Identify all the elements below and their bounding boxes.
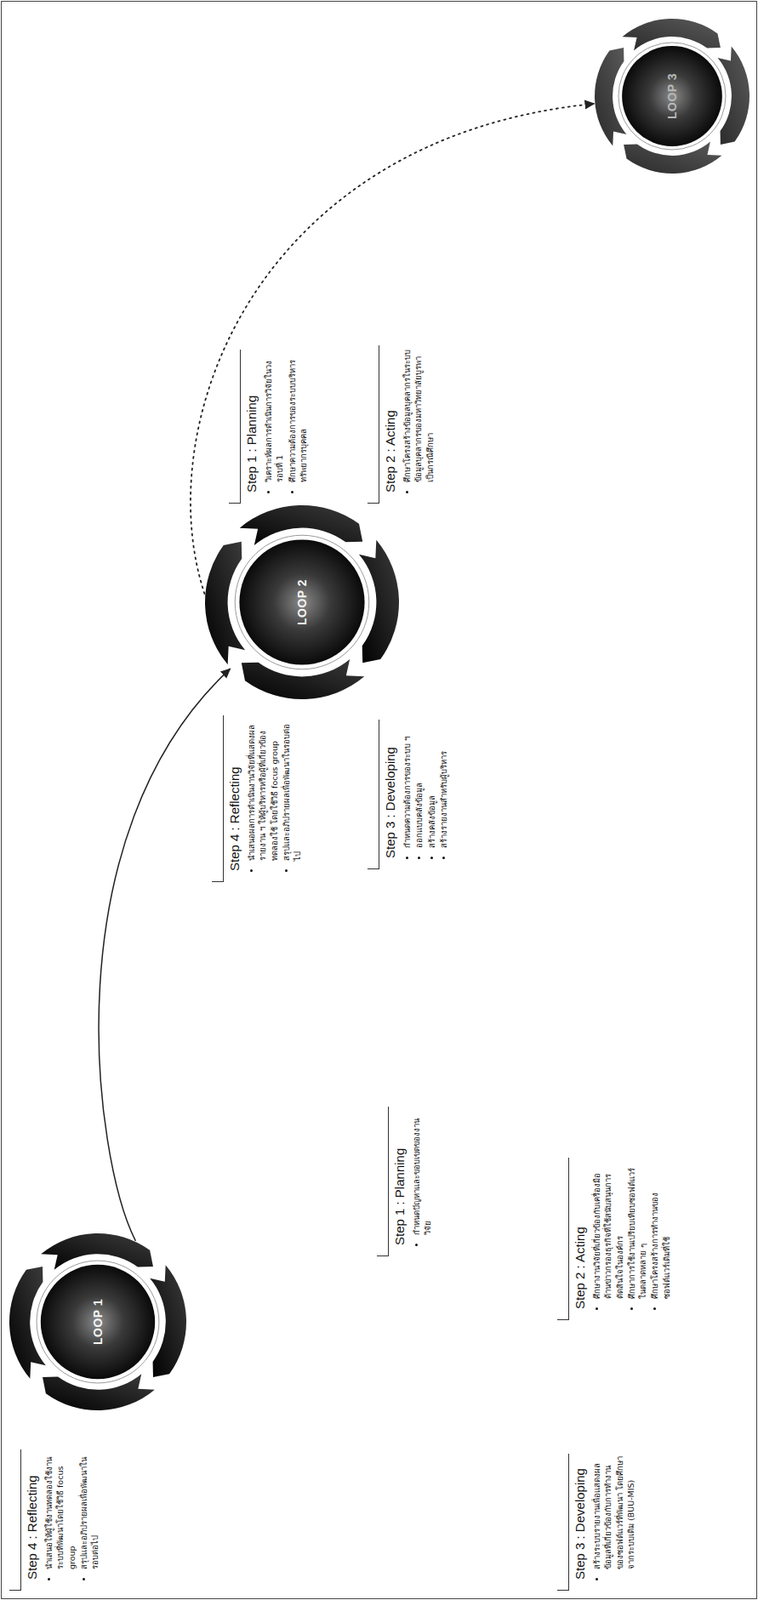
step-bullet: ศึกษาการใช้งานเปรียบเทียบซอฟต์แวร์ในตลาด… [626, 1159, 650, 1300]
bracket-tick [367, 868, 380, 870]
loop-label: LOOP 1 [8, 1232, 188, 1412]
loop-arrow [98, 668, 231, 1242]
step-group: Step 3 : Developingสร้างระบบรายงานเพื่อแ… [568, 1453, 638, 1591]
step-heading: Step 4 : Reflecting [20, 1449, 40, 1591]
bullet-list: ศึกษาโครงสร้างข้อมูลบุคลากรในระบบข้อมูลบ… [401, 345, 436, 503]
step-heading-text: Step 1 : Planning [244, 395, 259, 493]
loop-circle: LOOP 3 [593, 17, 751, 175]
step-heading-text: Step 4 : Reflecting [227, 766, 242, 872]
step-heading-text: Step 4 : Reflecting [24, 1475, 40, 1580]
step-heading-text: Step 2 : Acting [382, 410, 398, 493]
step-bullet: ศึกษาความต้องการของระบบบริหารทรัพยากรบุค… [286, 351, 310, 483]
step-bullet: สรุปและอภิปรายผลเพื่อพัฒนาในรอบต่อไป [78, 1451, 102, 1570]
step-group: Step 1 : Planningกำหนดปัญหาและขอบเขตของง… [387, 1106, 435, 1256]
bullet-list: นำเสนอให้ผู้ใช้งานทดลองใช้งานระบบที่พัฒน… [43, 1449, 101, 1591]
step-heading: Step 3 : Developing [378, 719, 398, 869]
bullet-list: วิเคราะห์ผลการดำเนินการวิจัยในวงรอบที่ 1… [262, 349, 309, 503]
step-group: Step 4 : Reflectingนำเสนอผลการดำเนินงานว… [222, 715, 304, 882]
bullet-list: กำหนดความต้องการของระบบ ฯออกแบบคลังข้อมู… [401, 719, 450, 869]
bracket-tick [367, 502, 380, 504]
step-heading-text: Step 1 : Planning [392, 1148, 407, 1246]
loop-circle: LOOP 2 [204, 504, 400, 701]
step-group: Step 4 : Reflectingนำเสนอให้ผู้ใช้งานทดล… [20, 1449, 102, 1591]
bracket-tick [9, 1590, 22, 1591]
step-heading: Step 4 : Reflecting [222, 715, 242, 882]
bullet-list: ศึกษางานวิจัยที่เกี่ยวข้องกับเครื่องมือด… [591, 1157, 673, 1320]
step-bullet: ออกแบบคลังข้อมูล [413, 721, 425, 849]
step-heading: Step 3 : Developing [568, 1453, 588, 1591]
bracket-tick [557, 1590, 570, 1591]
step-bullet: วิเคราะห์ผลการดำเนินการวิจัยในวงรอบที่ 1 [262, 351, 286, 483]
step-heading: Step 2 : Acting [568, 1157, 588, 1320]
step-heading-text: Step 3 : Developing [382, 746, 398, 859]
step-heading-text: Step 3 : Developing [572, 1468, 588, 1580]
step-bullet: สร้างคลังข้อมูล [426, 721, 438, 849]
loop-circle: LOOP 1 [8, 1232, 188, 1412]
bullet-list: สร้างระบบรายงานเพื่อแสดงผลข้อมูลที่เกี่ย… [591, 1453, 637, 1591]
bracket-tick [228, 502, 241, 504]
step-heading-text: Step 2 : Acting [572, 1226, 588, 1310]
bullet-list: กำหนดปัญหาและขอบเขตของงานวิจัย [410, 1106, 434, 1256]
step-heading: Step 1 : Planning [387, 1106, 407, 1256]
step-group: Step 3 : Developingกำหนดความต้องการของระ… [378, 719, 451, 869]
step-bullet: สรุปและอภิปรายผลเพื่อพัฒนาในรอบต่อไป [280, 717, 304, 861]
step-group: Step 1 : Planningวิเคราะห์ผลการดำเนินการ… [239, 349, 310, 503]
step-bullet: นำเสนอผลการดำเนินงานวิจัยที่แสดงผลรายงาน… [245, 717, 280, 861]
step-bullet: นำเสนอให้ผู้ใช้งานทดลองใช้งานระบบที่พัฒน… [43, 1451, 78, 1570]
bracket-tick [557, 1319, 570, 1321]
loop-label: LOOP 3 [593, 17, 751, 175]
step-bullet: ศึกษางานวิจัยที่เกี่ยวข้องกับเครื่องมือด… [591, 1159, 626, 1300]
step-heading: Step 1 : Planning [239, 349, 259, 503]
step-bullet: กำหนดปัญหาและขอบเขตของงานวิจัย [410, 1108, 434, 1236]
step-bullet: ศึกษาโครงสร้างข้อมูลบุคลากรในระบบข้อมูลบ… [401, 347, 436, 483]
bracket-tick [376, 1255, 389, 1257]
loop-label: LOOP 2 [204, 504, 400, 701]
bracket-tick [211, 881, 224, 883]
bullet-list: นำเสนอผลการดำเนินงานวิจัยที่แสดงผลรายงาน… [245, 715, 303, 882]
step-group: Step 2 : Actingศึกษางานวิจัยที่เกี่ยวข้อ… [568, 1157, 673, 1320]
step-bullet: ศึกษาโครงสร้างการทำงานของซอฟต์แวร์เดิมที… [649, 1159, 673, 1300]
step-bullet: กำหนดความต้องการของระบบ ฯ [401, 721, 413, 849]
step-group: Step 2 : Actingศึกษาโครงสร้างข้อมูลบุคลา… [378, 345, 437, 503]
step-bullet: สร้างรายงานสำหรับผู้บริหาร [438, 721, 450, 849]
dotted-loop-arrow [190, 103, 594, 594]
step-heading: Step 2 : Acting [378, 345, 398, 503]
step-bullet: สร้างระบบรายงานเพื่อแสดงผลข้อมูลที่เกี่ย… [591, 1455, 637, 1570]
